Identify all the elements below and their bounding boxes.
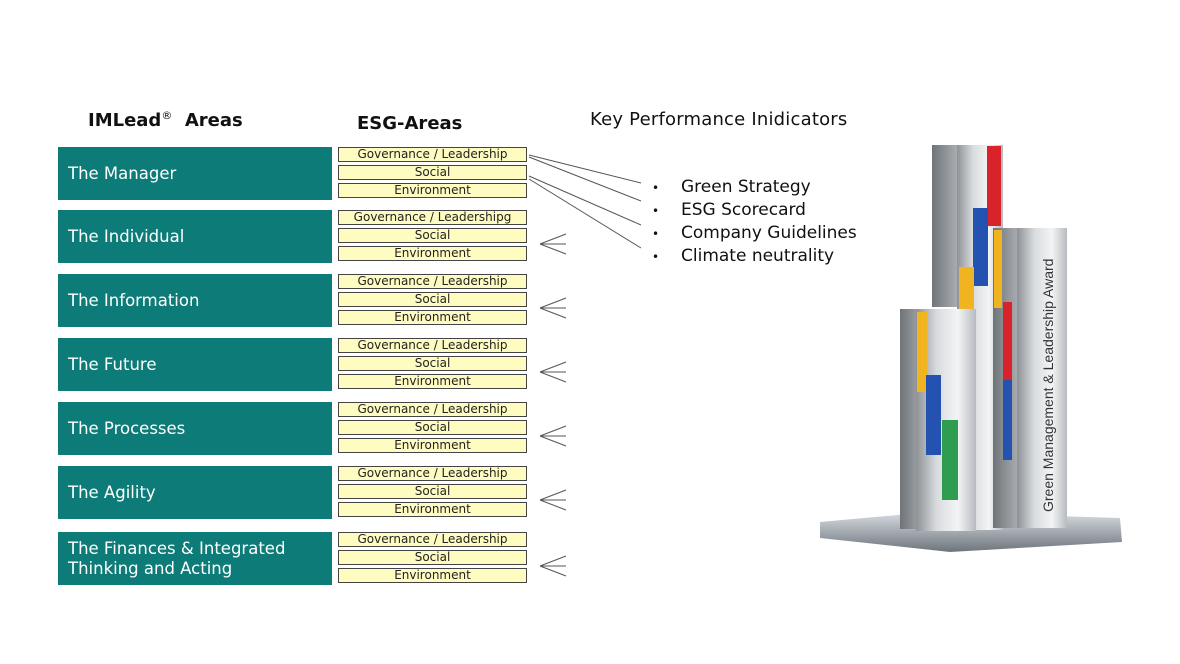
esg-box: Governance / Leadershipg	[338, 210, 527, 225]
kpi-item: • Company Guidelines	[652, 222, 857, 245]
area-box: The Future	[58, 338, 332, 391]
connector-line	[528, 154, 642, 184]
kpi-heading: Key Performance Inidicators	[590, 109, 848, 130]
kpi-label: Green Strategy	[681, 177, 811, 197]
esg-box: Social	[338, 420, 527, 435]
trophy-bar-green	[942, 420, 958, 500]
bullet-icon: •	[652, 227, 660, 241]
esg-box: Environment	[338, 374, 527, 389]
esg-box: Social	[338, 228, 527, 243]
imlead-heading-suffix: Areas	[184, 110, 243, 131]
esg-box: Environment	[338, 438, 527, 453]
esg-box: Environment	[338, 310, 527, 325]
esg-box: Environment	[338, 246, 527, 261]
kpi-label: Company Guidelines	[681, 223, 857, 243]
trophy-inscription: Green Management & Leadership Award	[1040, 259, 1056, 512]
trophy-bar-blue	[926, 375, 941, 455]
imlead-areas-heading: IMLead® Areas	[88, 109, 243, 131]
connector-line	[528, 175, 642, 226]
trophy-tall-side	[932, 145, 957, 307]
connector-line	[528, 156, 642, 202]
kpi-item: • Climate neutrality	[652, 245, 857, 268]
chevron-left-icon	[539, 233, 567, 255]
chevron-left-icon	[539, 555, 567, 577]
esg-areas-heading: ESG-Areas	[357, 113, 463, 134]
esg-box: Social	[338, 550, 527, 565]
kpi-label: ESG Scorecard	[681, 200, 806, 220]
trophy-bar-yellow	[959, 267, 974, 311]
kpi-label: Climate neutrality	[681, 246, 835, 266]
trophy-bar-blue	[973, 208, 988, 286]
esg-box: Environment	[338, 183, 527, 198]
trophy-right-column	[1017, 228, 1067, 528]
chevron-left-icon	[539, 489, 567, 511]
chevron-left-icon	[539, 425, 567, 447]
registered-mark: ®	[161, 109, 173, 122]
trophy-bar-red	[1003, 302, 1012, 380]
esg-box: Governance / Leadership	[338, 466, 527, 481]
area-box: The Manager	[58, 147, 332, 200]
esg-box: Social	[338, 165, 527, 180]
imlead-heading-text: IMLead	[88, 110, 162, 131]
esg-box: Governance / Leadership	[338, 402, 527, 417]
kpi-item: • Green Strategy	[652, 176, 857, 199]
trophy-bar-red	[987, 146, 1001, 226]
area-box: The Processes	[58, 402, 332, 455]
esg-box: Social	[338, 484, 527, 499]
trophy-bar-yellow	[994, 230, 1002, 308]
area-box: The Individual	[58, 210, 332, 263]
bullet-icon: •	[652, 204, 660, 218]
esg-box: Governance / Leadership	[338, 147, 527, 162]
kpi-list: • Green Strategy • ESG Scorecard • Company …	[652, 176, 857, 268]
esg-box: Social	[338, 292, 527, 307]
trophy-bar-blue	[1003, 380, 1012, 460]
chevron-left-icon	[539, 297, 567, 319]
award-trophy-image: Green Management & Leadership Award	[820, 145, 1122, 552]
esg-box: Environment	[338, 502, 527, 517]
bullet-icon: •	[652, 181, 660, 195]
area-box: The Information	[58, 274, 332, 327]
esg-box: Governance / Leadership	[338, 338, 527, 353]
bullet-icon: •	[652, 250, 660, 264]
kpi-item: • ESG Scorecard	[652, 199, 857, 222]
esg-box: Governance / Leadership	[338, 532, 527, 547]
area-box: The Agility	[58, 466, 332, 519]
area-box: The Finances & Integrated Thinking and A…	[58, 532, 332, 585]
connector-line	[528, 178, 642, 249]
esg-box: Governance / Leadership	[338, 274, 527, 289]
esg-box: Social	[338, 356, 527, 371]
esg-box: Environment	[338, 568, 527, 583]
chevron-left-icon	[539, 361, 567, 383]
trophy-bar-yellow	[917, 312, 927, 392]
